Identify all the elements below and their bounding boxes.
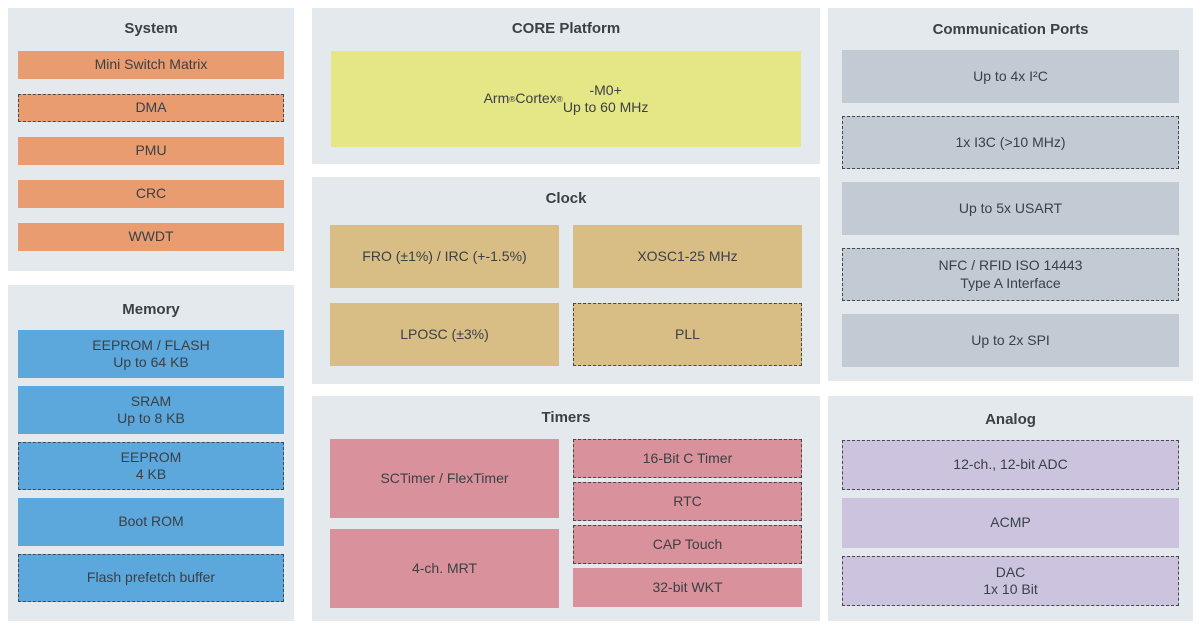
memory-blocks: EEPROM / FLASH Up to 64 KB SRAM Up to 8 … (8, 330, 294, 602)
block-flash-prefetch-buffer: Flash prefetch buffer (18, 554, 284, 602)
block-16bit-c-timer: 16-Bit C Timer (573, 439, 802, 478)
panel-title-timers: Timers (541, 409, 591, 426)
analog-blocks: 12-ch., 12-bit ADC ACMP DAC 1x 10 Bit (828, 440, 1193, 606)
block-rtc: RTC (573, 482, 802, 521)
panel-timers: Timers SCTimer / FlexTimer 4-ch. MRT 16-… (312, 396, 820, 621)
block-wwdt: WWDT (18, 223, 284, 251)
block-sram: SRAM Up to 8 KB (18, 386, 284, 434)
panel-communication-ports: Communication Ports Up to 4x I²C 1x I3C … (828, 8, 1193, 381)
block-eeprom-flash: EEPROM / FLASH Up to 64 KB (18, 330, 284, 378)
comm-blocks: Up to 4x I²C 1x I3C (>10 MHz) Up to 5x U… (828, 50, 1193, 367)
block-boot-rom: Boot ROM (18, 498, 284, 546)
block-32bit-wkt: 32-bit WKT (573, 568, 802, 607)
panel-title-analog: Analog (985, 411, 1036, 428)
panel-core-platform: CORE Platform Arm® Cortex®-M0+ Up to 60 … (312, 8, 820, 164)
timers-right-column: 16-Bit C Timer RTC CAP Touch 32-bit WKT (573, 439, 802, 608)
block-acmp: ACMP (842, 498, 1179, 548)
block-pll: PLL (573, 303, 802, 366)
panel-memory: Memory EEPROM / FLASH Up to 64 KB SRAM U… (8, 285, 294, 621)
timers-left-column: SCTimer / FlexTimer 4-ch. MRT (330, 439, 559, 608)
block-i3c: 1x I3C (>10 MHz) (842, 116, 1179, 169)
block-usart: Up to 5x USART (842, 182, 1179, 235)
block-arm-cortex-m0plus: Arm® Cortex®-M0+ Up to 60 MHz (331, 51, 801, 147)
block-adc: 12-ch., 12-bit ADC (842, 440, 1179, 490)
core-blocks: Arm® Cortex®-M0+ Up to 60 MHz (312, 51, 820, 147)
panel-title-communication-ports: Communication Ports (932, 21, 1089, 38)
block-crc: CRC (18, 180, 284, 208)
block-sctimer-flextimer: SCTimer / FlexTimer (330, 439, 559, 518)
block-lposc: LPOSC (±3%) (330, 303, 559, 366)
block-4ch-mrt: 4-ch. MRT (330, 529, 559, 608)
block-xosc: XOSC1-25 MHz (573, 225, 802, 288)
panel-title-system: System (124, 20, 178, 37)
block-mini-switch-matrix: Mini Switch Matrix (18, 51, 284, 79)
block-fro-irc: FRO (±1%) / IRC (+-1.5%) (330, 225, 559, 288)
system-blocks: Mini Switch Matrix DMA PMU CRC WWDT (8, 51, 294, 251)
block-dma: DMA (18, 94, 284, 122)
block-spi: Up to 2x SPI (842, 314, 1179, 367)
clock-blocks: FRO (±1%) / IRC (+-1.5%) XOSC1-25 MHz LP… (312, 225, 820, 366)
panel-system: System Mini Switch Matrix DMA PMU CRC WW… (8, 8, 294, 271)
panel-clock: Clock FRO (±1%) / IRC (+-1.5%) XOSC1-25 … (312, 177, 820, 384)
block-pmu: PMU (18, 137, 284, 165)
timers-blocks: SCTimer / FlexTimer 4-ch. MRT 16-Bit C T… (312, 439, 820, 608)
block-i2c: Up to 4x I²C (842, 50, 1179, 103)
block-cap-touch: CAP Touch (573, 525, 802, 564)
panel-title-clock: Clock (545, 190, 587, 207)
block-nfc-rfid: NFC / RFID ISO 14443 Type A Interface (842, 248, 1179, 301)
panel-analog: Analog 12-ch., 12-bit ADC ACMP DAC 1x 10… (828, 396, 1193, 621)
panel-title-memory: Memory (122, 301, 180, 318)
block-eeprom-4kb: EEPROM 4 KB (18, 442, 284, 490)
panel-title-core-platform: CORE Platform (511, 20, 621, 37)
block-dac: DAC 1x 10 Bit (842, 556, 1179, 606)
